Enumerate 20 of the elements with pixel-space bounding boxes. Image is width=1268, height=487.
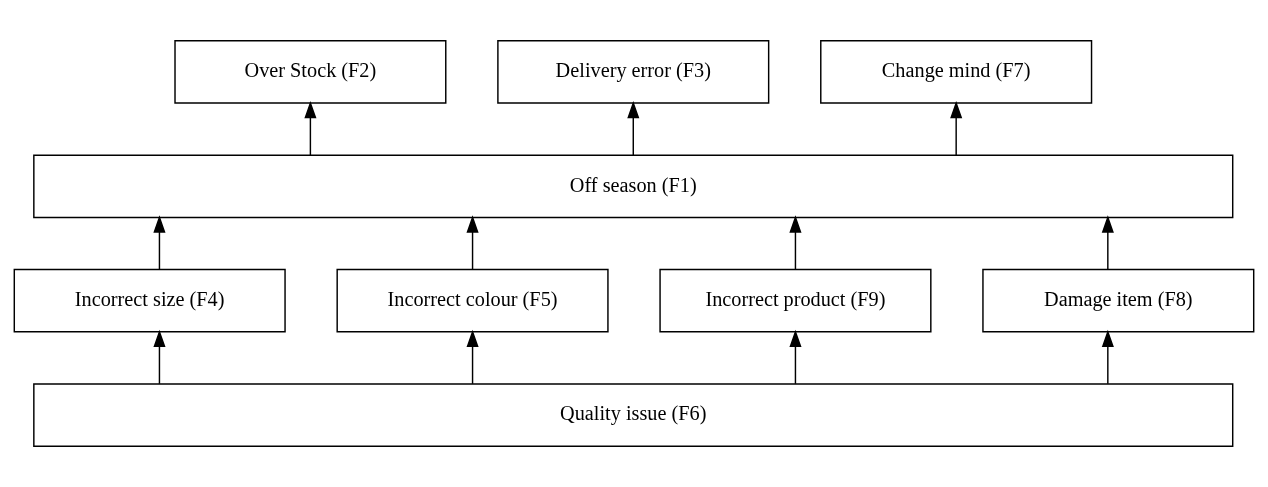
arrow bbox=[153, 215, 166, 271]
node-box: Off season (F1) bbox=[33, 154, 1234, 219]
node-box: Delivery error (F3) bbox=[497, 40, 770, 104]
node-box: Incorrect size (F4) bbox=[13, 268, 286, 333]
node-box: Incorrect colour (F5) bbox=[336, 268, 609, 333]
arrow bbox=[789, 215, 802, 271]
arrow bbox=[627, 100, 640, 156]
arrow bbox=[950, 100, 963, 156]
arrow bbox=[466, 215, 479, 271]
node-box: Damage item (F8) bbox=[982, 268, 1255, 333]
node-box: Over Stock (F2) bbox=[174, 40, 447, 104]
node-box: Incorrect product (F9) bbox=[659, 268, 932, 333]
arrow bbox=[1101, 215, 1114, 271]
arrow bbox=[304, 100, 317, 156]
arrow bbox=[1101, 329, 1114, 385]
arrow bbox=[789, 329, 802, 385]
arrow bbox=[153, 329, 166, 385]
node-box: Change mind (F7) bbox=[820, 40, 1093, 104]
node-box: Quality issue (F6) bbox=[33, 383, 1234, 447]
arrow bbox=[466, 329, 479, 385]
